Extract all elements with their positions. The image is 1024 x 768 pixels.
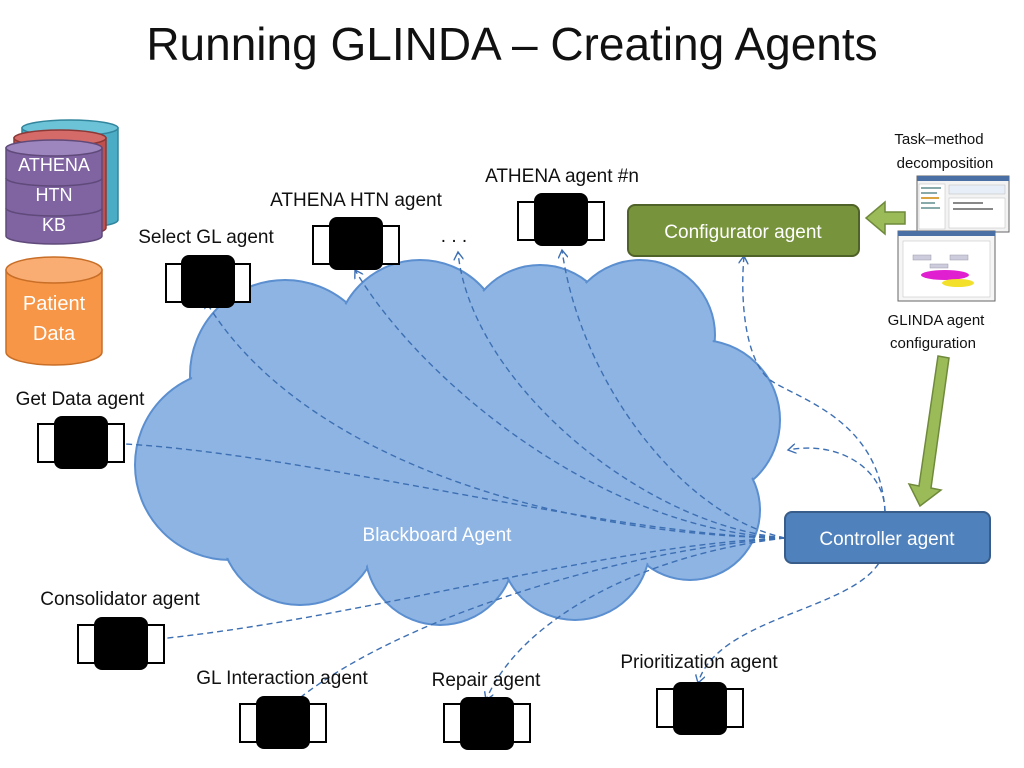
controller-agent-box[interactable]: Controller agent xyxy=(784,511,991,564)
agent-icon-consolidator[interactable] xyxy=(77,617,165,670)
label-gl-interaction: GL Interaction agent xyxy=(196,668,368,689)
slide-title: Running GLINDA – Creating Agents xyxy=(146,18,877,70)
ellipsis: . . . xyxy=(441,226,467,247)
db-layer-htn: HTN xyxy=(36,185,73,205)
patient-data-line2: Data xyxy=(33,323,76,345)
glinda-config-line1: GLINDA agent xyxy=(888,312,986,329)
controller-label: Controller agent xyxy=(819,529,955,550)
blackboard-cloud xyxy=(134,259,781,626)
task-method-screenshot xyxy=(916,175,1010,233)
agent-icon-select-gl[interactable] xyxy=(165,255,251,308)
down-arrow-icon xyxy=(907,355,950,508)
configurator-label: Configurator agent xyxy=(664,222,822,243)
db-layer-kb: KB xyxy=(42,215,66,235)
label-prioritization: Prioritization agent xyxy=(620,652,778,673)
glinda-config-screenshot xyxy=(897,230,996,302)
task-method-line2: decomposition xyxy=(897,155,994,172)
glinda-config-line2: configuration xyxy=(890,335,976,352)
agent-icon-get-data[interactable] xyxy=(37,416,125,469)
label-athena-htn: ATHENA HTN agent xyxy=(270,190,442,211)
task-method-line1: Task–method xyxy=(894,131,983,148)
label-athena-n: ATHENA agent #n xyxy=(485,166,639,187)
agent-icon-prioritization[interactable] xyxy=(656,682,744,735)
agent-icon-repair[interactable] xyxy=(443,697,531,750)
agent-icon-athena-htn[interactable] xyxy=(312,217,400,270)
left-arrow-icon xyxy=(864,200,906,236)
patient-data-database: Patient Data xyxy=(5,256,103,366)
label-get-data: Get Data agent xyxy=(16,389,146,410)
label-repair: Repair agent xyxy=(432,670,542,691)
db-layer-athena: ATHENA xyxy=(18,155,90,175)
agent-icon-gl-interaction[interactable] xyxy=(239,696,327,749)
agent-links xyxy=(105,250,886,706)
label-consolidator: Consolidator agent xyxy=(40,589,200,610)
athena-htn-kb-database: ATHENA HTN KB xyxy=(5,119,119,245)
label-select-gl: Select GL agent xyxy=(138,227,274,248)
configurator-agent-box[interactable]: Configurator agent xyxy=(627,204,860,257)
blackboard-label: Blackboard Agent xyxy=(363,525,513,546)
patient-data-line1: Patient xyxy=(23,293,86,315)
agent-icon-athena-n[interactable] xyxy=(517,193,605,246)
